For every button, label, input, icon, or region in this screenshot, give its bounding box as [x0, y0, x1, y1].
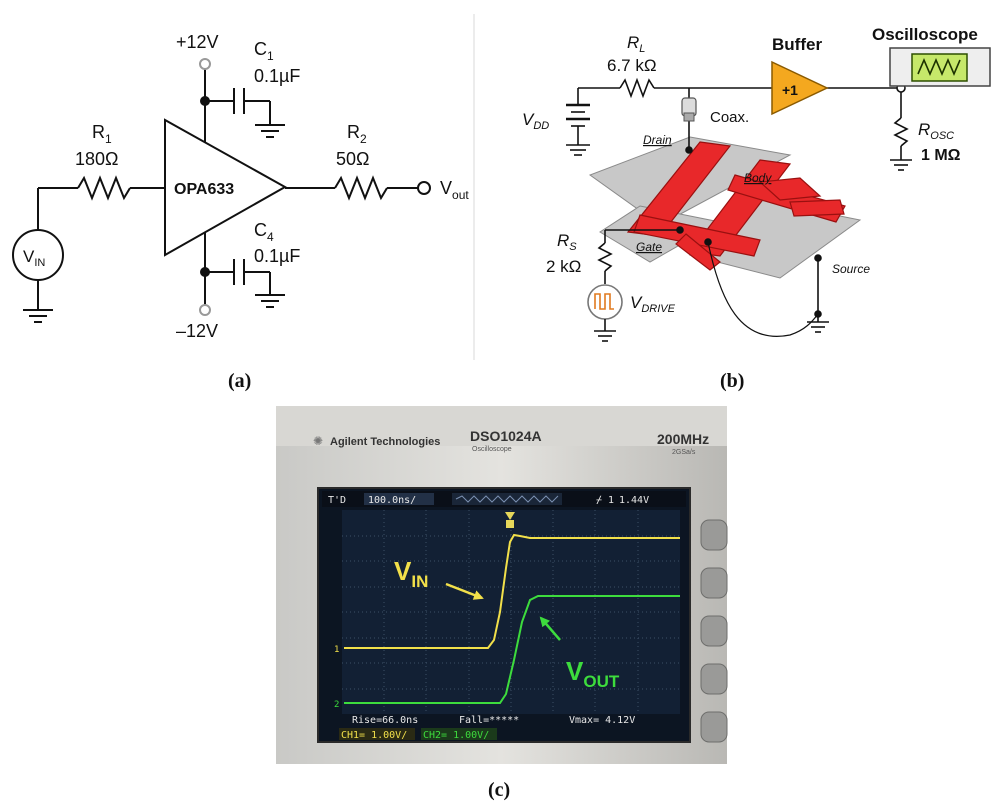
- r1-label: R1: [92, 122, 112, 146]
- vdd-label: VDD: [522, 110, 549, 132]
- c1-value: 0.1µF: [254, 66, 300, 86]
- vplus-label: +12V: [176, 32, 219, 52]
- scope-ch1-scale: CH1= 1.00V/: [341, 730, 407, 741]
- rosc-label: ROSC: [918, 120, 954, 142]
- rl-label: RL: [627, 33, 645, 55]
- scope-bandwidth: 200MHz: [657, 431, 709, 447]
- caption-a: (a): [228, 370, 251, 392]
- scope-meas-fall: Fall=*****: [459, 715, 519, 726]
- caption-c: (c): [488, 779, 510, 801]
- overlay-vout-arrow: [539, 616, 561, 641]
- rl-resistor: [619, 77, 655, 99]
- scope-brand: Agilent Technologies: [330, 436, 440, 448]
- buffer-gain: +1: [782, 82, 798, 98]
- opamp-label: OPA633: [174, 181, 234, 198]
- panel-a-labels: +12V –12V C1 0.1µF C4 0.1µF R1 180Ω R2 5…: [23, 32, 469, 392]
- panel-c-photo: T'D 100.0ns/ 1.44V ⌿ 1 1 2 Rise=66.0ns F…: [276, 406, 728, 764]
- vplus-terminal: [199, 58, 211, 70]
- coax-connector-icon: [681, 97, 697, 122]
- r1-value: 180Ω: [75, 149, 119, 169]
- scope-trigger-level: 1.44V: [619, 495, 649, 506]
- scope-meas-vmax: Vmax= 4.12V: [569, 715, 635, 726]
- body-label: Body: [744, 171, 772, 185]
- scope-ch2-scale: CH2= 1.00V/: [423, 730, 489, 741]
- r2-resistor: [334, 175, 388, 201]
- overlay-vin-label: VIN: [394, 556, 428, 591]
- ch2-ground-marker: 2: [334, 700, 339, 710]
- rs-resistor: [597, 242, 613, 272]
- scope-meas-rise: Rise=66.0ns: [352, 715, 418, 726]
- buffer-title: Buffer: [772, 35, 822, 54]
- vout-terminal: [417, 181, 431, 195]
- scope-status-mode: T'D: [328, 495, 346, 506]
- c1-label: C1: [254, 39, 274, 63]
- ch1-vin-trace: [344, 533, 680, 649]
- scope-trigger-icon: ⌿ 1: [596, 495, 614, 506]
- panel-b-setup: [566, 47, 991, 342]
- coax-label: Coax.: [710, 109, 749, 126]
- ch1-ground-marker: 1: [334, 645, 339, 655]
- mosfet-device-icon: [588, 136, 862, 279]
- r2-value: 50Ω: [336, 149, 369, 169]
- c4-label: C4: [254, 220, 274, 244]
- vdrive-label: VDRIVE: [630, 293, 676, 315]
- gate-label: Gate: [636, 240, 662, 254]
- overlay-vout-label: VOUT: [566, 656, 620, 691]
- rosc-resistor: [893, 117, 909, 147]
- scope-sample-rate: 2GSa/s: [672, 449, 696, 456]
- rl-value: 6.7 kΩ: [607, 56, 657, 75]
- scope-model: DSO1024A: [470, 428, 542, 444]
- scope-brand-icon: ✺: [313, 434, 323, 448]
- r1-resistor: [77, 175, 131, 201]
- scope-model-sub: Oscilloscope: [472, 446, 512, 453]
- body-source-wire: [707, 241, 819, 337]
- r2-label: R2: [347, 122, 367, 146]
- osc-title: Oscilloscope: [872, 25, 978, 44]
- trigger-marker-icon: [505, 512, 515, 520]
- caption-b: (b): [720, 370, 744, 392]
- rs-value: 2 kΩ: [546, 257, 581, 276]
- scope-graticule: [342, 510, 680, 714]
- panel-b-labels: RL 6.7 kΩ Buffer +1 Oscilloscope VDD Coa…: [522, 25, 978, 392]
- vminus-terminal: [199, 304, 211, 316]
- rosc-value: 1 MΩ: [921, 147, 961, 164]
- buffer-triangle: [771, 60, 829, 116]
- ch2-vout-trace: [344, 595, 680, 704]
- drain-label: Drain: [643, 133, 672, 147]
- vout-label: Vout: [440, 178, 469, 202]
- c4-value: 0.1µF: [254, 246, 300, 266]
- source-label: Source: [832, 262, 870, 276]
- rs-label: RS: [557, 231, 577, 253]
- scope-softkeys: [700, 519, 728, 743]
- scope-memory-bar: [455, 495, 559, 503]
- panel-a-schematic: [12, 58, 431, 323]
- vin-label: VIN: [23, 247, 45, 269]
- vin-source-icon: [12, 229, 64, 281]
- overlay-vin-arrow: [445, 582, 484, 600]
- scope-timebase: 100.0ns/: [368, 495, 416, 506]
- vminus-label: –12V: [176, 321, 218, 341]
